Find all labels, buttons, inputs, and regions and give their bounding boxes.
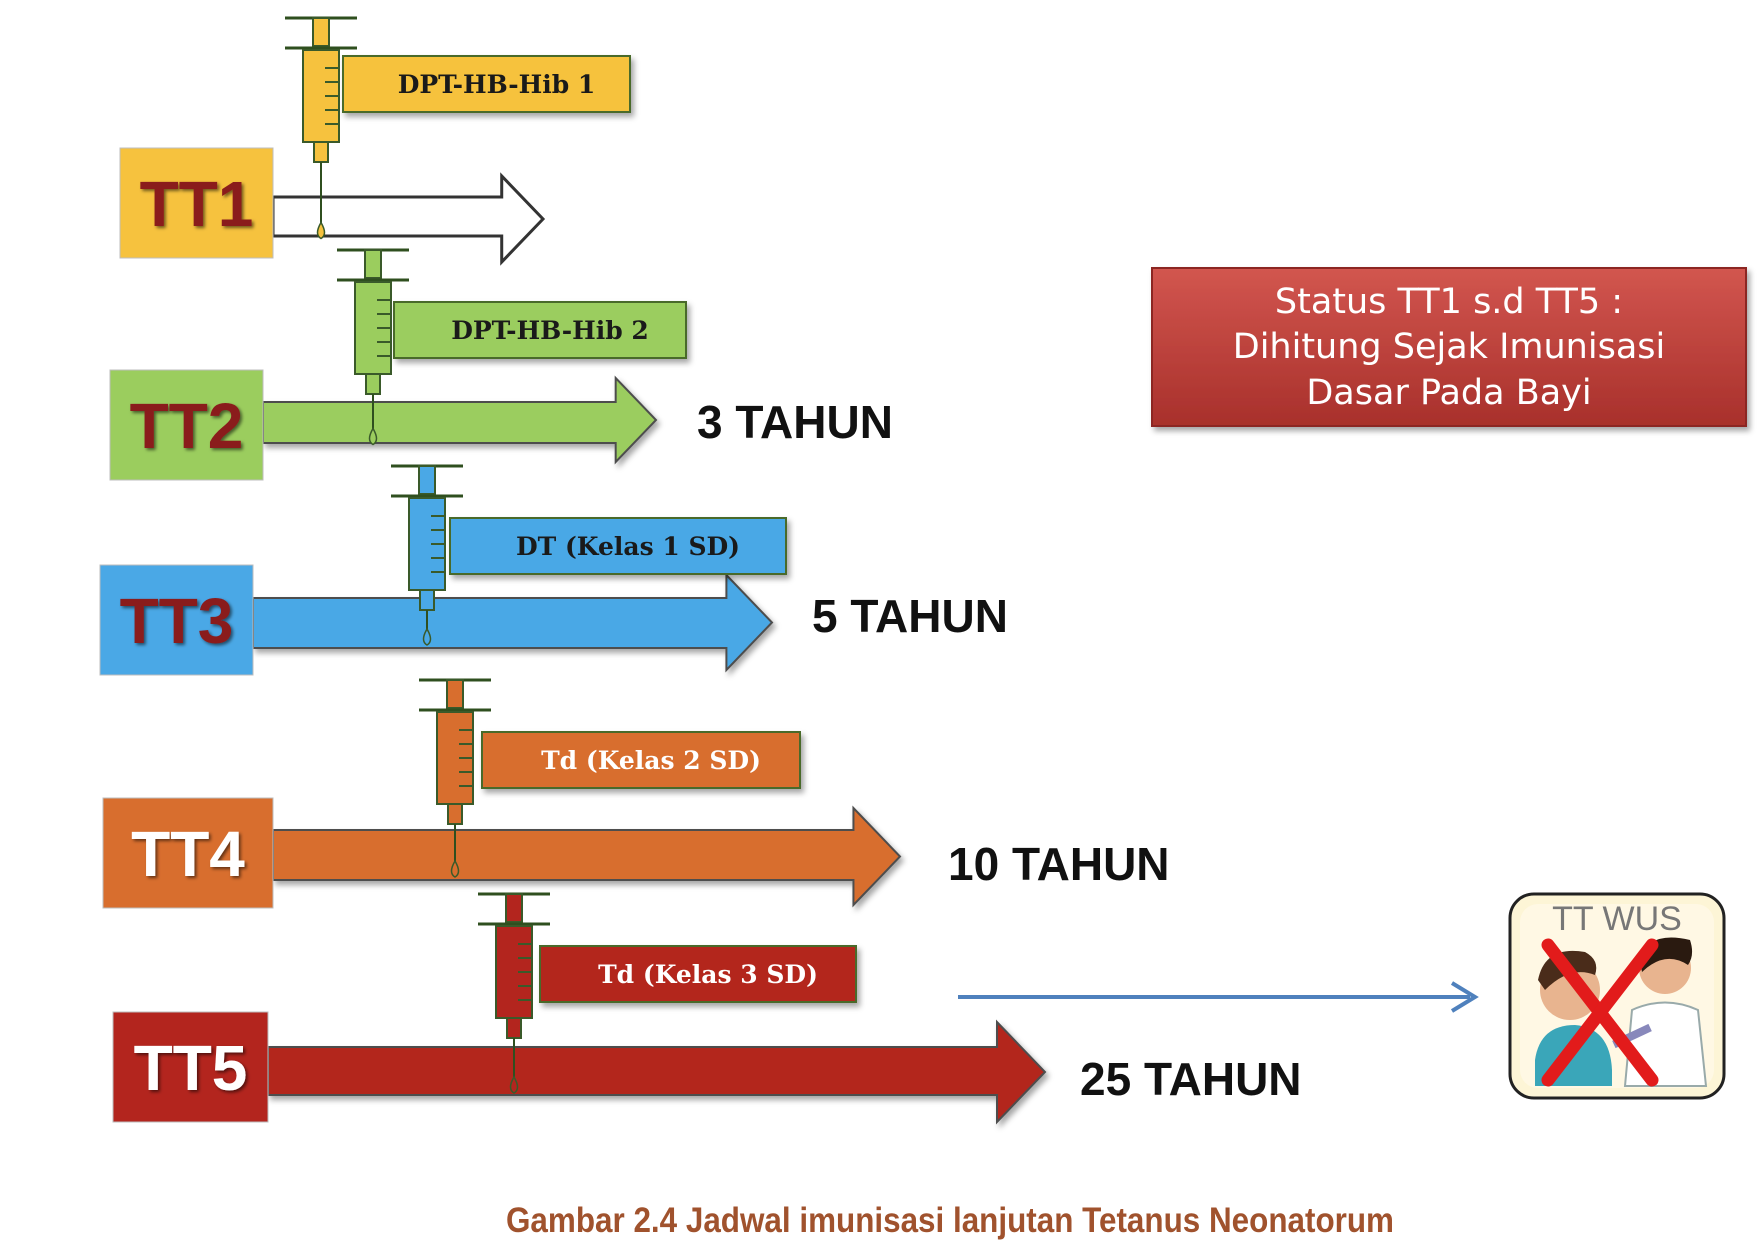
syringe-plunger [505, 893, 523, 923]
syringe-plunger [364, 249, 382, 279]
tt-box-tt1 [119, 147, 274, 259]
duration-label-4: 10 TAHUN [948, 838, 1170, 890]
tt-wus-pointer-arrow [958, 981, 1479, 1013]
vaccine-label-5: Td (Kelas 3 SD) [598, 960, 818, 989]
syringe-icon [337, 248, 409, 446]
syringe-plunger [446, 679, 464, 709]
status-line-2: Dihitung Sejak Imunisasi [1233, 327, 1665, 367]
status-line-3: Dasar Pada Bayi [1306, 373, 1591, 413]
timeline-arrow-tt4 [272, 805, 902, 908]
timeline-arrow-tt3 [252, 572, 774, 673]
syringe-icon [391, 464, 463, 646]
syringe-hub [447, 803, 463, 825]
schedule-row-tt5: TT5 Td (Kelas 3 SD) 25 TAHUN [112, 892, 1302, 1125]
schedule-row-tt1: TT1 DPT-HB-Hib 1 [119, 16, 631, 266]
vaccine-label-1: DPT-HB-Hib 1 [398, 70, 596, 99]
tt-wus-label: TT WUS [1552, 900, 1682, 938]
syringe-icon [478, 892, 550, 1094]
schedule-row-tt4: TT4 Td (Kelas 2 SD) 10 TAHUN [102, 678, 1170, 909]
syringe-hub [419, 589, 435, 611]
tt-label-tt4: TT4 [131, 818, 245, 890]
schedule-row-tt3: TT3 DT (Kelas 1 SD) 5 TAHUN [99, 464, 1008, 676]
syringe-hub [313, 141, 329, 163]
syringe-drop [450, 859, 460, 878]
tt-box-tt4 [102, 797, 274, 909]
duration-label-3: 5 TAHUN [812, 590, 1008, 642]
timeline-arrow-tt1 [271, 172, 546, 266]
vaccine-label-3: DT (Kelas 1 SD) [516, 532, 740, 561]
syringe-drop [422, 627, 432, 646]
syringe-icon [419, 678, 491, 878]
vaccine-label-box-3 [449, 517, 787, 575]
vaccine-label-2: DPT-HB-Hib 2 [451, 316, 649, 345]
doctor-coat-icon [1623, 1001, 1708, 1087]
vaccine-label-box-1 [342, 55, 631, 113]
tt-label-tt2: TT2 [130, 390, 244, 462]
duration-label-5: 25 TAHUN [1080, 1053, 1302, 1105]
tt-label-tt5: TT5 [134, 1032, 248, 1104]
tt-label-tt3: TT3 [120, 585, 234, 657]
syringe-hub [365, 373, 381, 395]
pointer-arrow-head [1450, 981, 1479, 1013]
crossed-out-vaccination-icon: TT WUS [1508, 892, 1726, 1100]
cross-stroke-2 [1541, 938, 1659, 1087]
syringe-drop [368, 427, 378, 446]
syringe-drop [316, 221, 326, 240]
status-box [1151, 267, 1747, 427]
tt-box-tt5 [112, 1011, 269, 1123]
syringe-drop [509, 1075, 519, 1094]
syringe-hub [506, 1017, 522, 1039]
timeline-arrow-tt5 [267, 1019, 1047, 1125]
timeline-arrow-tt2 [262, 375, 658, 465]
syringe-plunger [418, 465, 436, 495]
status-box-background [1151, 267, 1747, 427]
vaccine-label-4: Td (Kelas 2 SD) [541, 746, 761, 775]
duration-label-2: 3 TAHUN [697, 396, 893, 448]
schedule-rows: TT1 DPT-HB-Hib 1 TT2 DPT-HB-Hib 2 3 TAHUN TT3… [99, 16, 1302, 1125]
vaccine-label-box-4 [481, 731, 801, 789]
status-line-1: Status TT1 s.d TT5 : [1275, 282, 1623, 322]
tt-box-tt2 [109, 369, 264, 481]
tt-box-tt3 [99, 564, 254, 676]
schedule-row-tt2: TT2 DPT-HB-Hib 2 3 TAHUN [109, 248, 893, 481]
syringe-plunger [312, 17, 330, 47]
figure-caption: Gambar 2.4 Jadwal imunisasi lanjutan Tet… [506, 1201, 1394, 1240]
tt-label-tt1: TT1 [140, 168, 254, 240]
syringe-icon [285, 16, 357, 240]
vaccine-label-box-5 [539, 945, 857, 1003]
vaccine-label-box-2 [393, 301, 687, 359]
